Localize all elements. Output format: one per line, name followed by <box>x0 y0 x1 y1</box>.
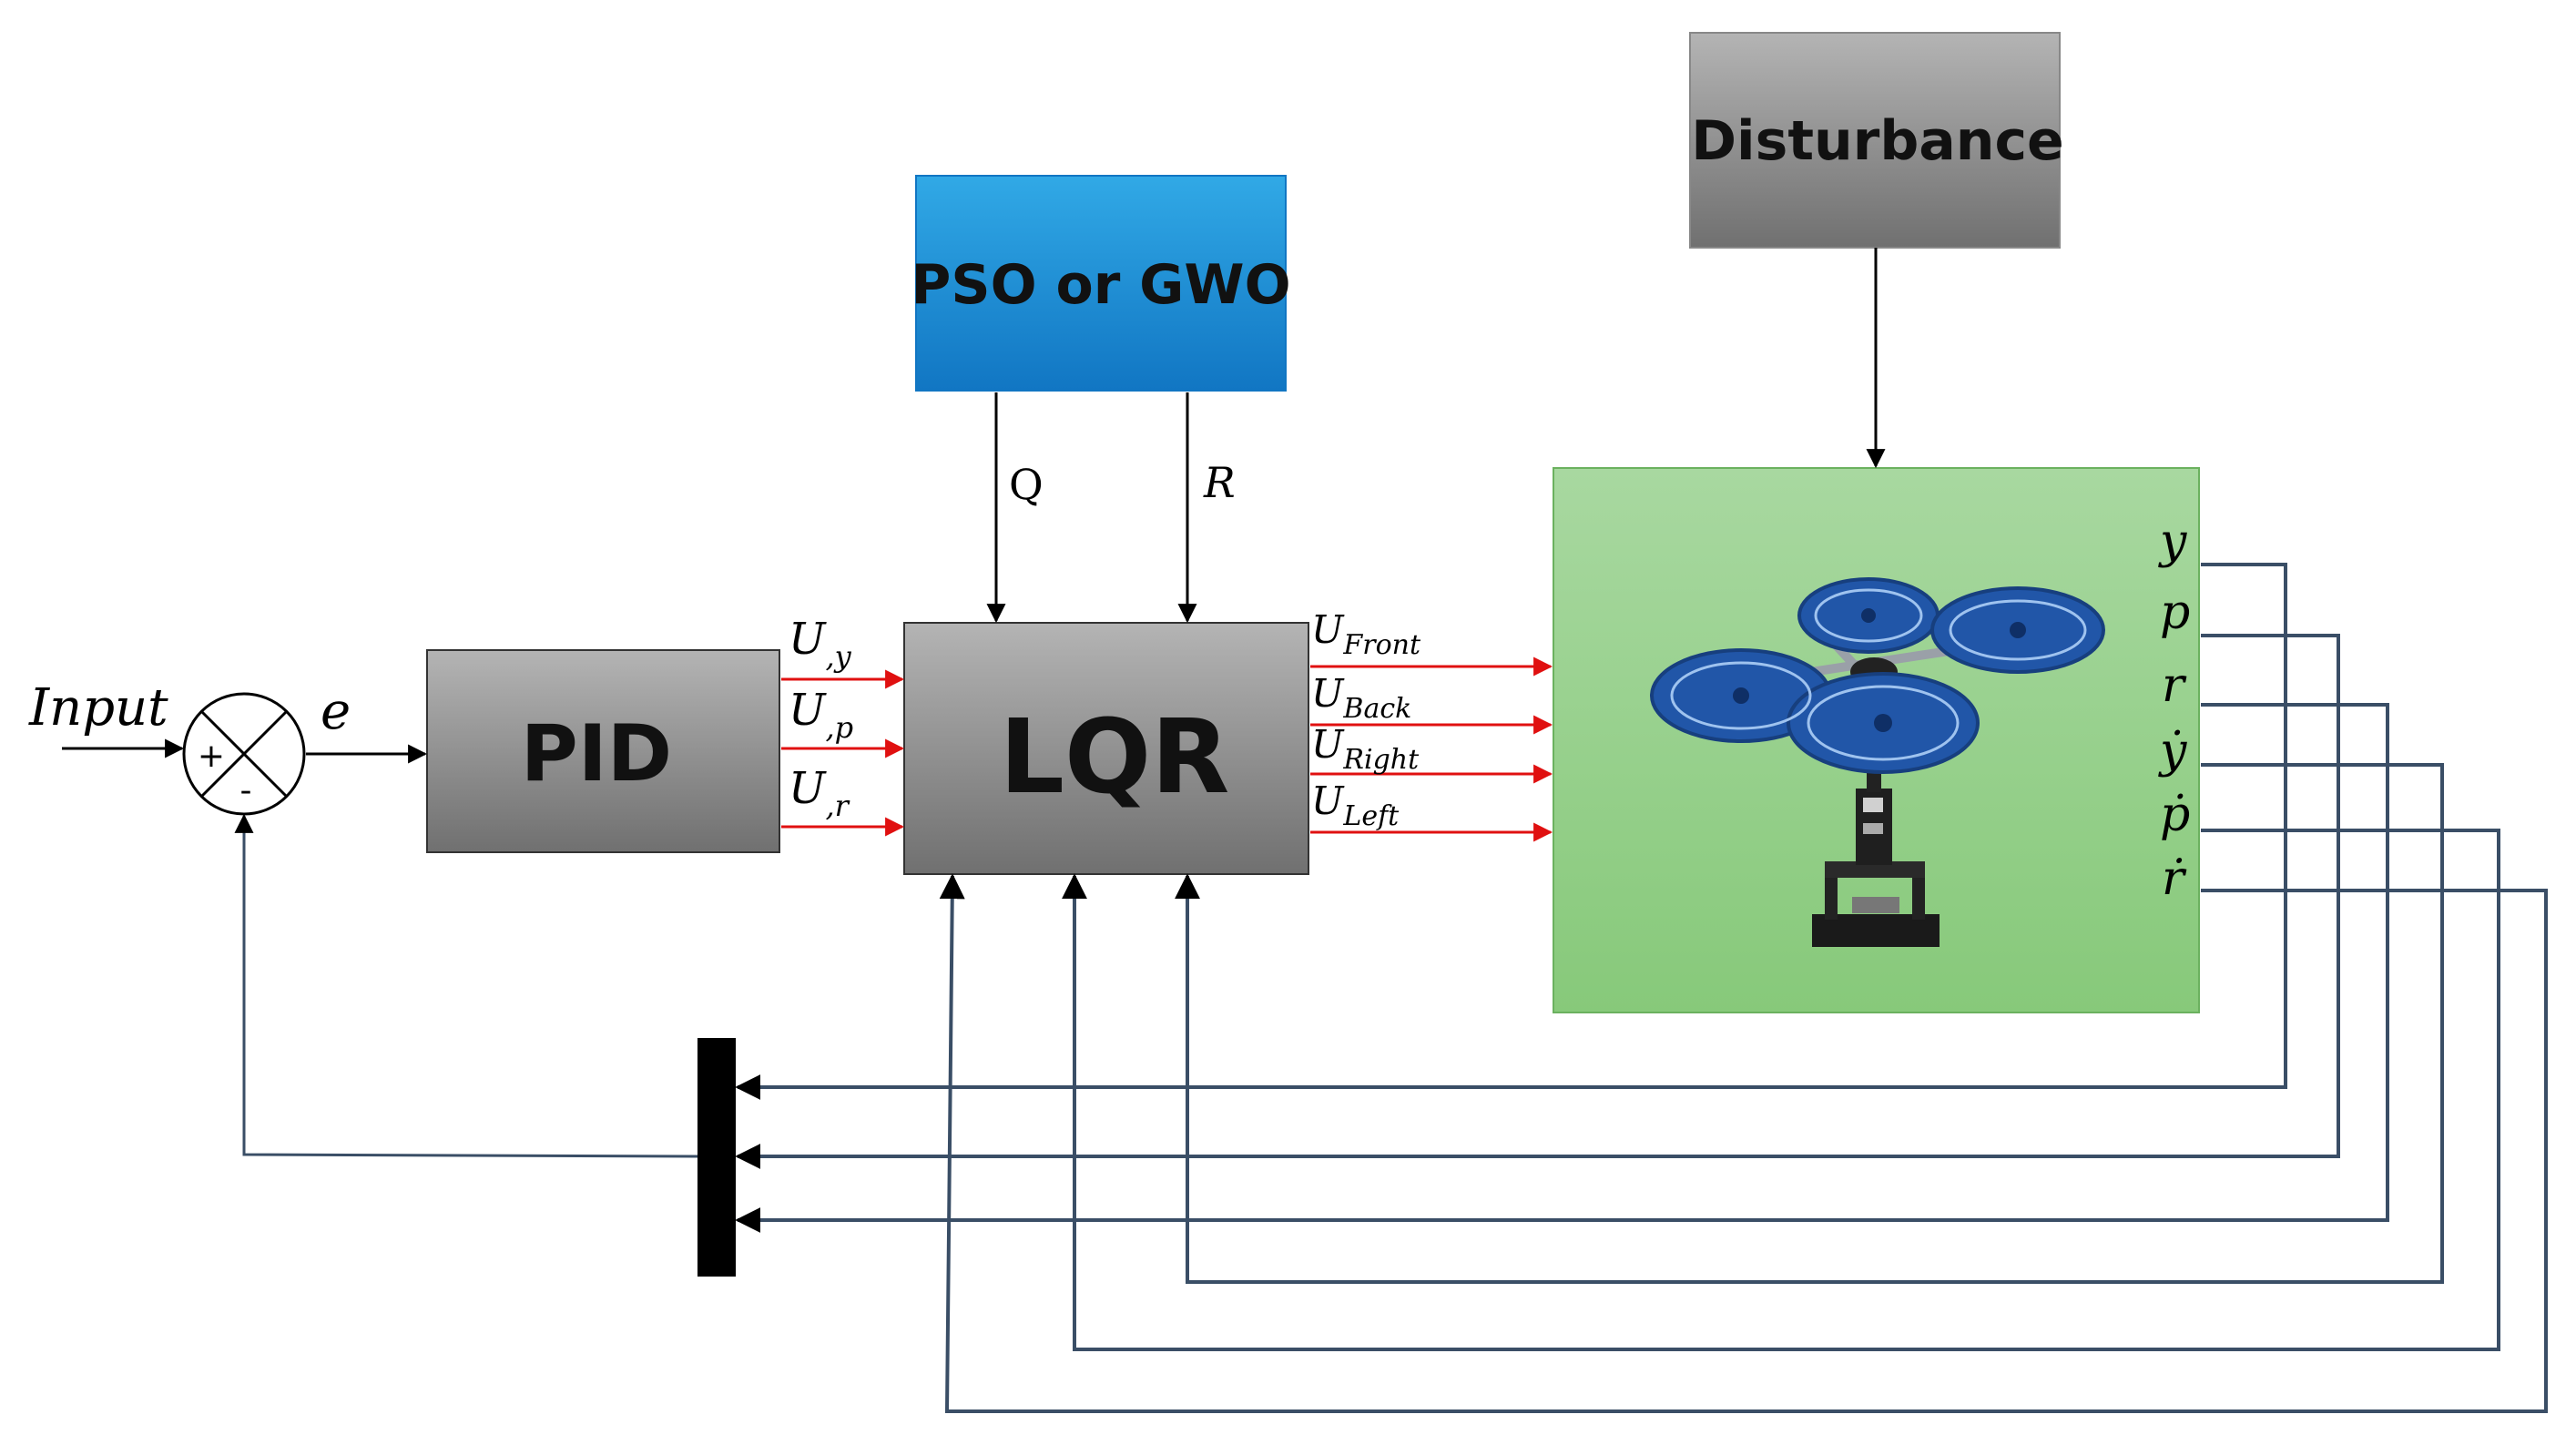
lqr-block: LQR <box>903 622 1309 875</box>
input-label: Input <box>28 678 168 738</box>
summing-junction: + - <box>182 692 306 816</box>
state-label: ṙ <box>2162 851 2187 906</box>
optimizer-label: PSO or GWO <box>911 253 1290 317</box>
mux-bar-icon <box>697 1038 736 1277</box>
state-label: ẏ <box>2158 724 2187 778</box>
lqr-label: LQR <box>1000 698 1230 817</box>
disturbance-label: Disturbance <box>1691 109 2063 173</box>
error-label: e <box>321 682 351 741</box>
lqr-output-label: URight <box>1311 722 1420 776</box>
state-label: ṗ <box>2160 788 2190 842</box>
quadcopter-on-stand-icon <box>1650 577 2105 947</box>
state-label: y <box>2158 514 2187 569</box>
state-label: r <box>2162 658 2187 713</box>
q-label: Q <box>1009 460 1044 509</box>
optimizer-block: PSO or GWO <box>911 175 1291 392</box>
lqr-output-label: ULeft <box>1311 778 1400 832</box>
disturbance-block: Disturbance <box>1689 32 2064 249</box>
control-arrows <box>781 656 1553 842</box>
pid-label: PID <box>521 708 672 799</box>
state-label: p <box>2160 585 2190 640</box>
plus-sign: + <box>198 738 225 775</box>
signal-arrows <box>62 248 1886 1158</box>
pid-output-label: U,y <box>789 614 852 674</box>
r-weight-label: R <box>1203 458 1236 507</box>
pid-output-label: U,p <box>789 685 853 745</box>
lqr-output-label: UBack <box>1311 671 1411 725</box>
lqr-output-label: UFront <box>1311 607 1421 661</box>
feedback-lines <box>735 563 2548 1413</box>
minus-sign: - <box>240 772 252 809</box>
pid-block: PID <box>426 649 780 853</box>
pid-output-label: U,r <box>789 763 850 823</box>
